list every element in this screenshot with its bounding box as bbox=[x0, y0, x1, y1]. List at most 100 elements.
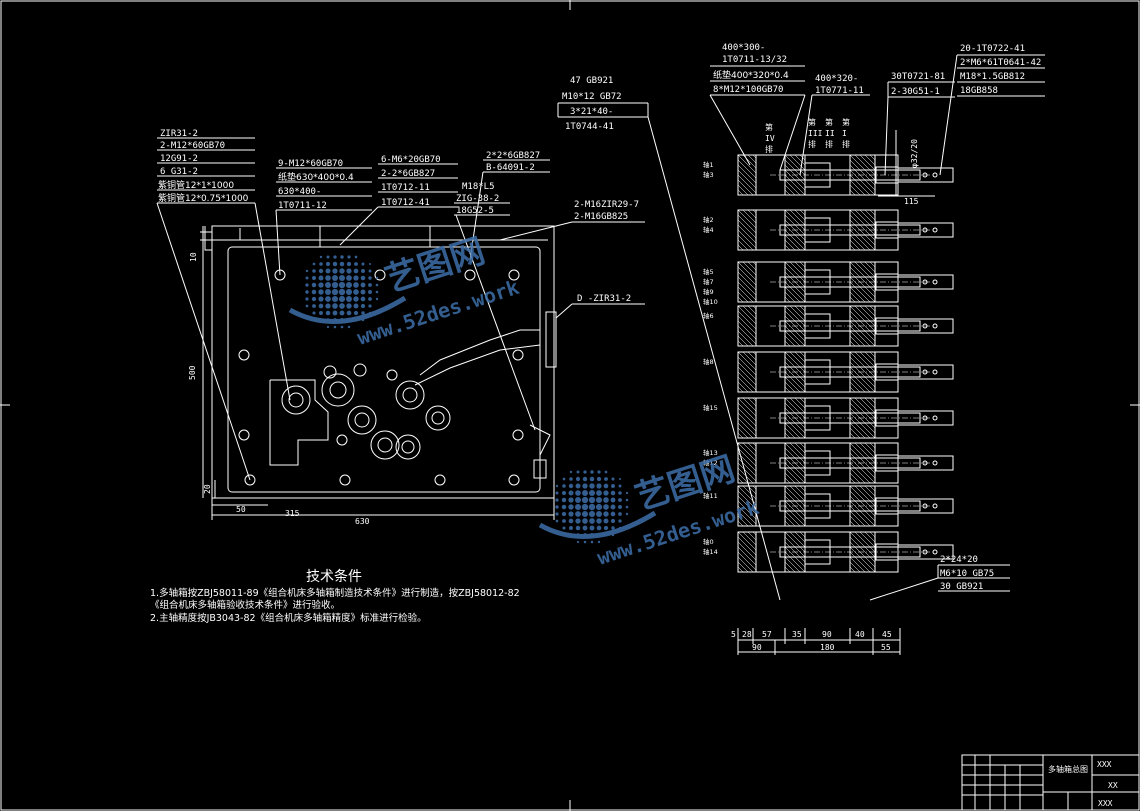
hatch bbox=[737, 442, 757, 462]
hatch bbox=[737, 462, 757, 482]
hatch bbox=[737, 224, 757, 244]
row-header-III: 第 bbox=[808, 117, 816, 127]
hatch bbox=[849, 495, 876, 522]
watermark-dot bbox=[305, 304, 309, 308]
hatch bbox=[849, 286, 866, 303]
hatch bbox=[849, 427, 861, 439]
gear-section bbox=[804, 405, 831, 431]
watermark-dot bbox=[339, 303, 345, 309]
watermark-dot bbox=[562, 526, 566, 530]
hatch bbox=[849, 407, 876, 434]
dim-630: 630 bbox=[355, 517, 370, 526]
callout-c5-1: ZIG-38-2 bbox=[456, 194, 499, 204]
rdim-b90: 90 bbox=[752, 643, 762, 652]
dim-10: 10 bbox=[189, 252, 198, 262]
hatch bbox=[737, 520, 744, 527]
rdim-57: 57 bbox=[762, 630, 772, 639]
spindle-nose bbox=[897, 410, 954, 426]
hatch bbox=[849, 335, 861, 347]
technical-conditions: 技术条件 1.多轴箱按ZBJ58011-89《组合机床多轴箱制造技术条件》进行制… bbox=[150, 568, 520, 624]
hatch bbox=[784, 305, 806, 327]
watermark-dot bbox=[331, 288, 339, 296]
watermark-dot bbox=[318, 268, 324, 274]
spindle-nose bbox=[897, 318, 954, 334]
hatch bbox=[747, 351, 757, 361]
hatch bbox=[794, 209, 806, 221]
watermark-dot bbox=[354, 262, 358, 266]
hatch bbox=[737, 325, 757, 345]
spindle bbox=[779, 320, 921, 332]
hatch bbox=[784, 531, 806, 553]
hatch bbox=[747, 261, 757, 271]
callout-c5-2: 18G52-5 bbox=[456, 206, 494, 216]
bcallout-1: M6*10 GB75 bbox=[940, 569, 994, 579]
watermark-dot bbox=[318, 282, 324, 288]
watermark-dot bbox=[318, 303, 324, 309]
hatch bbox=[737, 261, 757, 281]
watermark-dot bbox=[610, 504, 616, 510]
hatch bbox=[789, 209, 806, 226]
hatch bbox=[737, 189, 744, 196]
section-view-dims bbox=[737, 130, 935, 655]
hatch bbox=[849, 305, 876, 332]
watermark-dot bbox=[555, 484, 559, 488]
hatch bbox=[859, 209, 876, 226]
hatch bbox=[784, 520, 791, 527]
hatch bbox=[737, 315, 757, 335]
hatch bbox=[849, 340, 856, 347]
hatch bbox=[854, 442, 876, 464]
hatch bbox=[849, 271, 876, 298]
hatch bbox=[737, 397, 757, 417]
spindle bbox=[779, 412, 921, 424]
hatch bbox=[742, 305, 757, 320]
rdim-b55: 55 bbox=[881, 643, 891, 652]
watermark-dot bbox=[305, 297, 309, 301]
watermark-dot bbox=[338, 281, 346, 289]
watermark-dot bbox=[575, 490, 581, 496]
hatch bbox=[849, 477, 856, 484]
watermark-dot bbox=[589, 490, 595, 496]
hatch bbox=[849, 169, 876, 196]
hatch bbox=[849, 462, 871, 484]
callout-c1-0: ZIR31-2 bbox=[160, 129, 198, 139]
hatch bbox=[784, 485, 806, 507]
hatch bbox=[849, 541, 876, 568]
hatch bbox=[737, 515, 749, 527]
watermark-dot bbox=[575, 518, 581, 524]
watermark-dot bbox=[597, 470, 601, 474]
hatch bbox=[737, 340, 744, 347]
top-leaders bbox=[557, 54, 1045, 601]
watermark-dot bbox=[610, 490, 616, 496]
row-header-I-num: I bbox=[842, 129, 847, 138]
watermark-dot bbox=[625, 498, 629, 502]
watermark-dot bbox=[575, 525, 581, 531]
hatch bbox=[849, 291, 861, 303]
hatch bbox=[737, 335, 749, 347]
hatch bbox=[737, 305, 757, 325]
watermark-dot bbox=[562, 484, 566, 488]
hatch bbox=[784, 472, 796, 484]
hatch bbox=[849, 159, 876, 186]
watermark-swoosh bbox=[538, 510, 657, 540]
hatch bbox=[737, 229, 757, 249]
hatch bbox=[784, 510, 801, 527]
hatch bbox=[859, 261, 876, 278]
hatch bbox=[849, 234, 866, 251]
watermark-dot bbox=[331, 295, 339, 303]
callout-c2-0: 9-M12*60GB70 bbox=[278, 159, 343, 169]
hatch bbox=[752, 531, 757, 536]
hatch bbox=[737, 485, 757, 505]
watermark-dot bbox=[375, 290, 379, 294]
hatch bbox=[849, 266, 876, 293]
callout-c1-2: 12G91-2 bbox=[160, 154, 198, 164]
hatch bbox=[849, 281, 871, 303]
watermark-dot bbox=[338, 295, 346, 303]
title-mid: XX bbox=[1108, 781, 1118, 790]
hatch bbox=[869, 397, 876, 404]
watermark-dot bbox=[312, 311, 316, 315]
hatch bbox=[737, 505, 757, 525]
watermark-logo-1: 艺图网 www.52des.work bbox=[288, 231, 522, 350]
hatch bbox=[737, 536, 757, 556]
